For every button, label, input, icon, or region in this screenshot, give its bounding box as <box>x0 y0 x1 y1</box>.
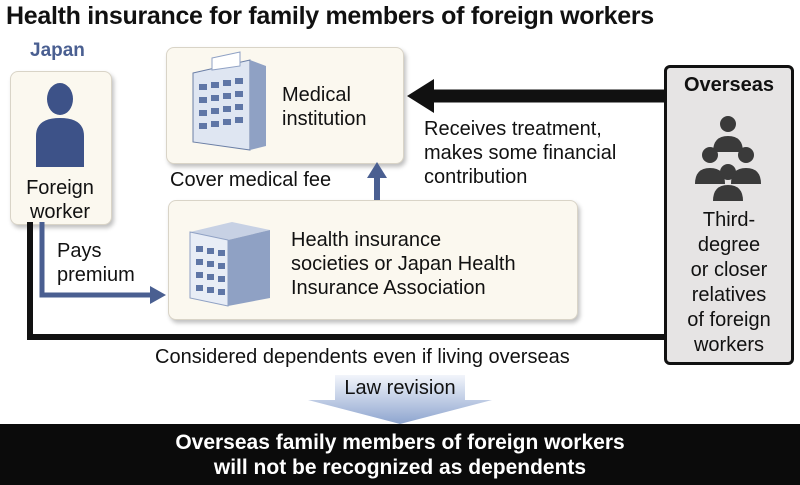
premium-arrow-head <box>150 286 166 304</box>
overseas-box <box>664 65 794 365</box>
dependents-line <box>27 222 664 340</box>
cover-fee-arrow-head <box>367 162 387 178</box>
hospital-icon <box>192 51 266 151</box>
premium-arrow <box>39 222 152 298</box>
cover-fee-arrow <box>374 176 380 200</box>
page-title: Health insurance for family members of f… <box>6 2 654 30</box>
conclusion-banner: Overseas family members of foreign worke… <box>0 424 800 485</box>
group-people-icon <box>695 116 761 201</box>
treatment-arrow-head <box>407 79 434 113</box>
overseas-label: Overseas <box>683 74 775 96</box>
office-building-icon <box>189 222 270 307</box>
dependents-note: Considered dependents even if living ove… <box>155 346 570 368</box>
law-revision-label: Law revision <box>344 377 456 399</box>
japan-label: Japan <box>30 40 85 61</box>
cover-fee-label: Cover medical fee <box>170 169 332 191</box>
law-revision-arrow <box>308 375 492 424</box>
person-icon <box>36 83 84 167</box>
